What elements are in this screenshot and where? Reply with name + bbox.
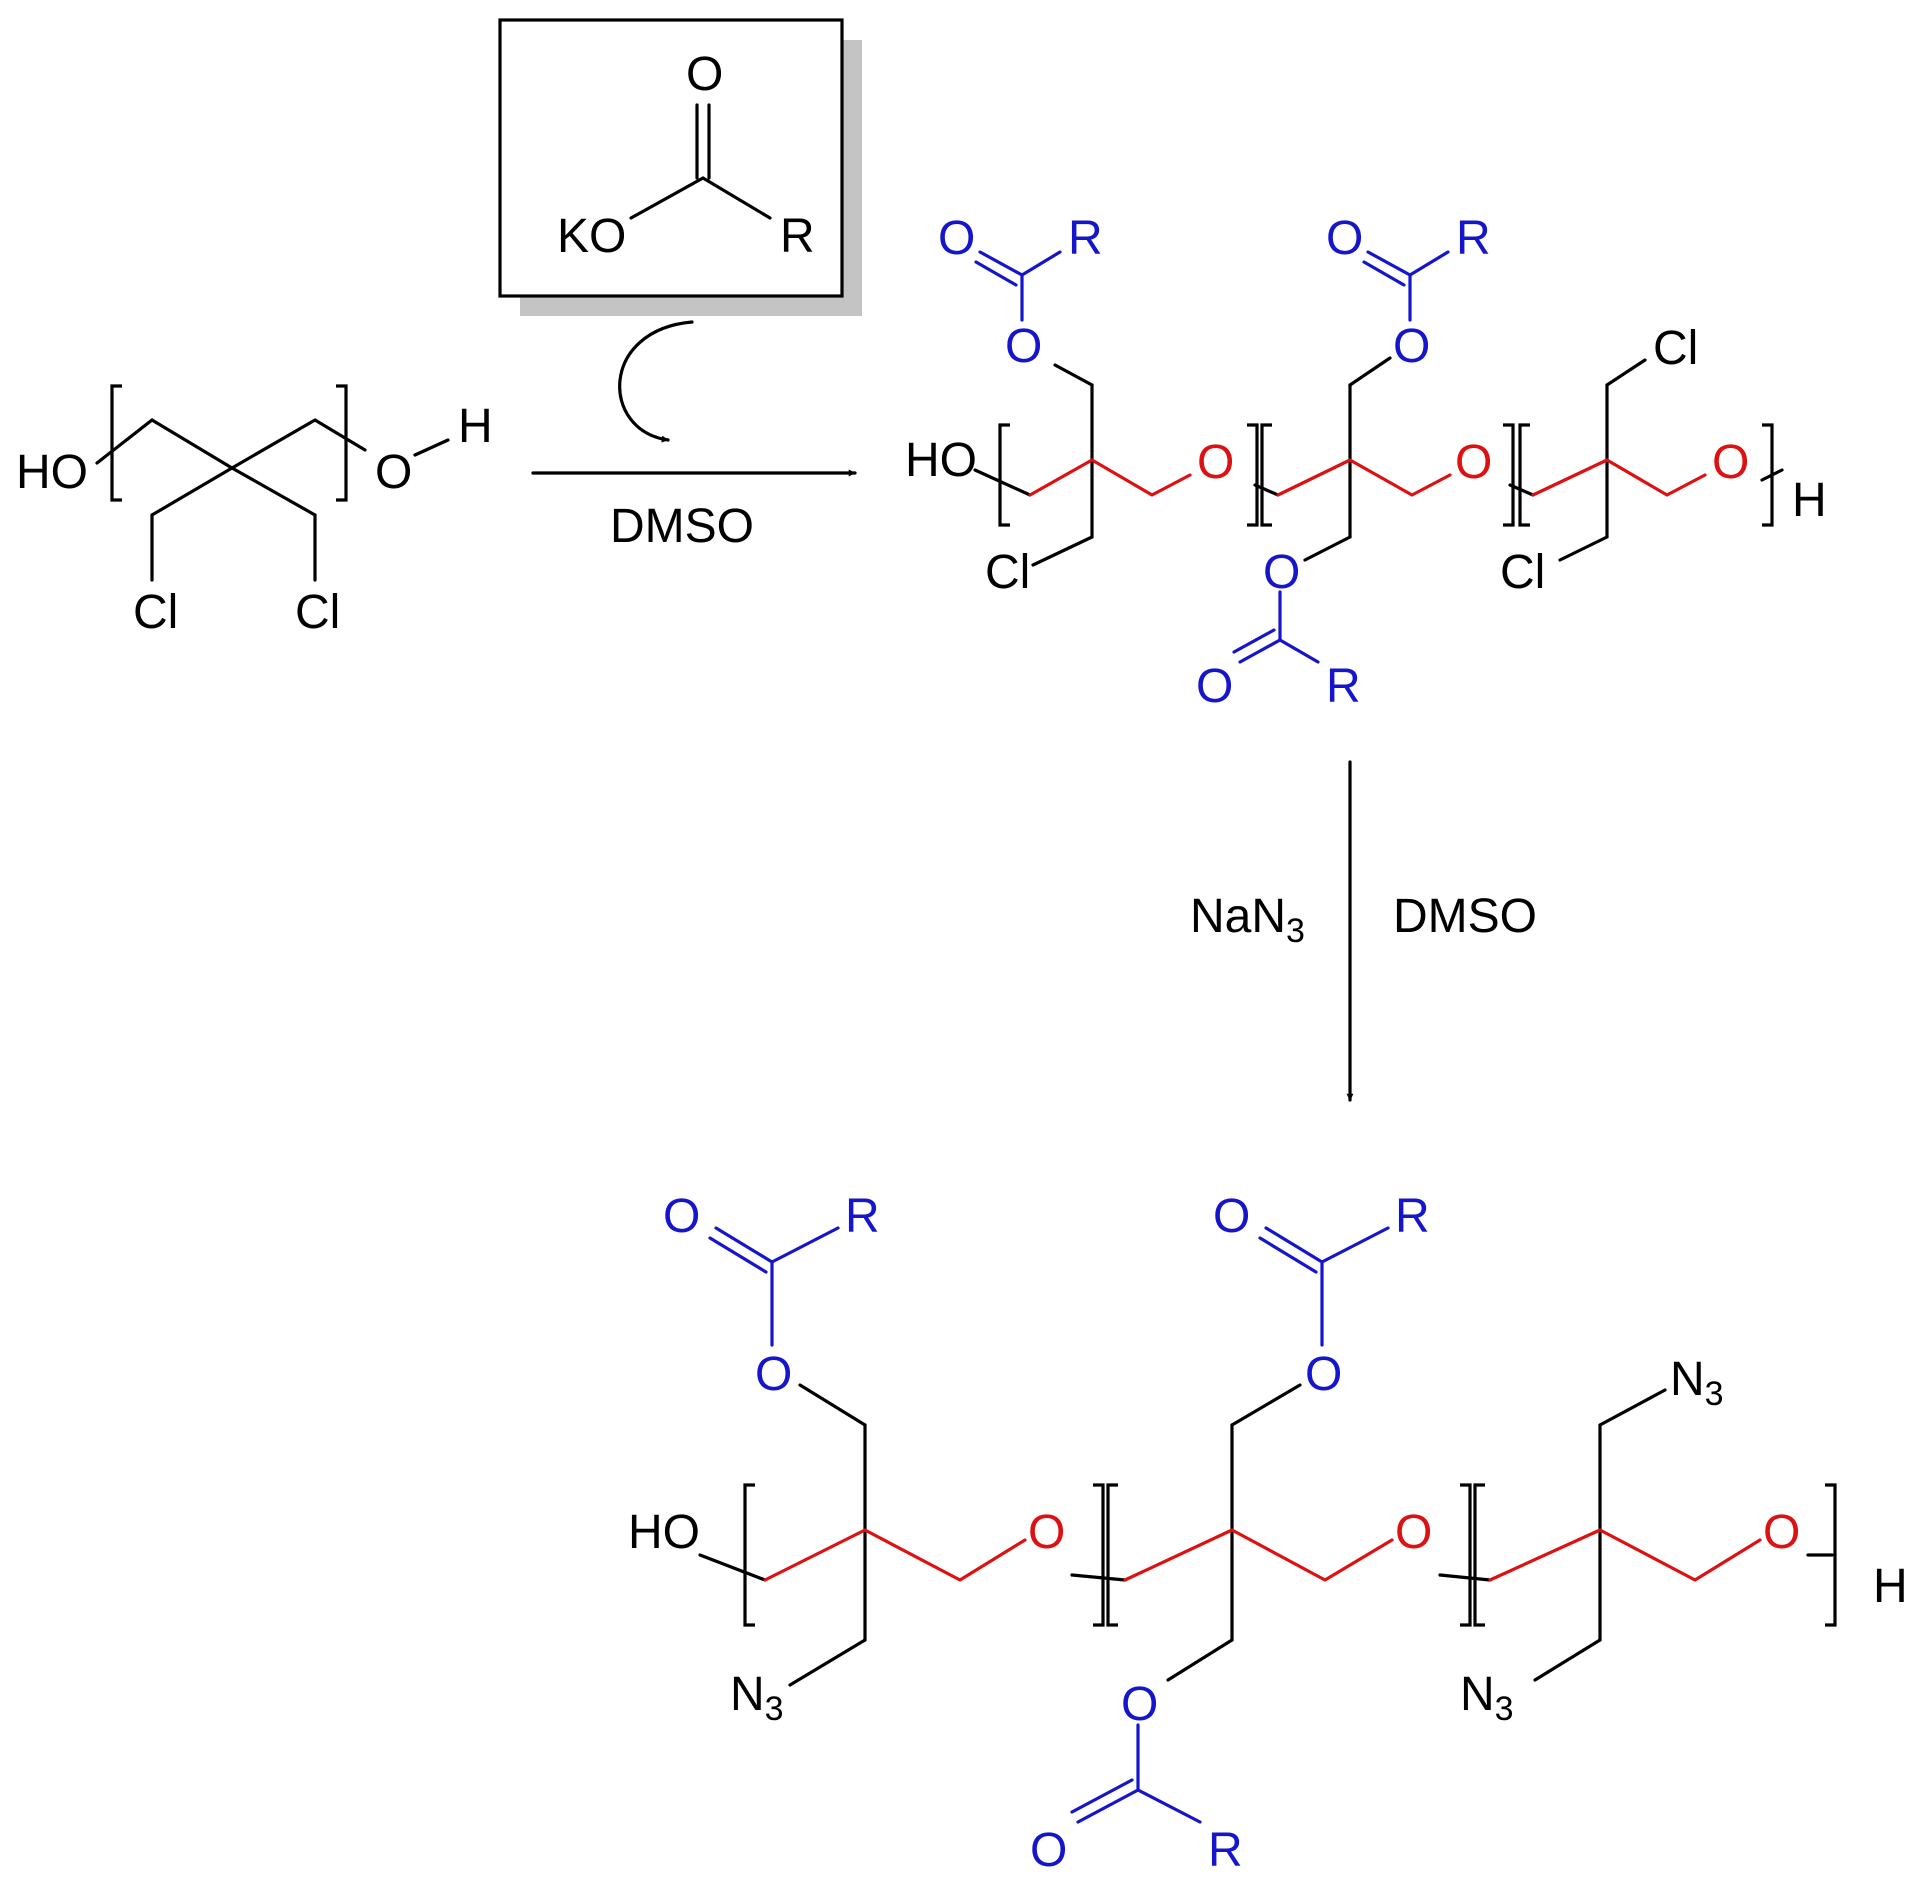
monomer-hydrogen-label: H: [458, 400, 493, 453]
product-backbone-oxygen-3: O: [1763, 1506, 1800, 1559]
product-azide-3-label: N3: [1460, 1668, 1514, 1728]
intermediate-chlorine-3: Cl: [1500, 546, 1545, 599]
intermediate-chlorine-2: Cl: [1653, 322, 1698, 375]
intermediate-bracket-3-open: [1518, 423, 1530, 527]
step2-solvent-label: DMSO: [1393, 890, 1537, 943]
product-ester-3-carbonyl-oxygen: O: [1030, 1824, 1067, 1877]
step1-solvent-label: DMSO: [610, 500, 754, 553]
intermediate-ester-3-ether-oxygen: O: [1263, 546, 1300, 599]
reagent-box: O KO R: [498, 18, 862, 316]
intermediate-bracket-1-open: [998, 423, 1010, 527]
intermediate-ester-1-carbonyl-oxygen: O: [938, 212, 975, 265]
intermediate-backbone-oxygen-3: O: [1712, 436, 1749, 489]
reagent-carbonyl-oxygen-label: O: [686, 48, 723, 101]
product-azide-1-label: N3: [730, 1668, 784, 1728]
product-ester-1-ether-oxygen: O: [755, 1348, 792, 1401]
intermediate-bracket-2-open: [1260, 423, 1272, 527]
intermediate-ester-1-r-group: R: [1068, 212, 1103, 265]
intermediate-backbone-oxygen-1: O: [1197, 436, 1234, 489]
intermediate-bracket-3-close: [1762, 423, 1774, 527]
product-backbone-oxygen-1: O: [1028, 1506, 1065, 1559]
monomer-structure: HO O H Cl Cl: [16, 384, 493, 639]
product-bracket-3-open: [1473, 1483, 1485, 1627]
reagent-r-group-label: R: [780, 210, 815, 263]
monomer-chlorine-left-label: Cl: [133, 586, 178, 639]
reagent-box-frame: [498, 18, 844, 298]
product-ester-2-carbonyl-oxygen: O: [1213, 1190, 1250, 1243]
reagent-potassium-oxide-label: KO: [557, 210, 626, 263]
monomer-chlorine-right-label: Cl: [295, 586, 340, 639]
intermediate-ester-3-r-group: R: [1326, 660, 1361, 713]
product-bracket-2-close: [1460, 1483, 1472, 1627]
intermediate-ester-2-r-group: R: [1456, 212, 1491, 265]
product-ester-3-r-group: R: [1208, 1824, 1243, 1877]
intermediate-bracket-2-close: [1503, 423, 1515, 527]
reagent-addition-arrow: [618, 320, 694, 443]
intermediate-ester-3-carbonyl-oxygen: O: [1196, 660, 1233, 713]
product-bracket-3-close: [1825, 1483, 1837, 1627]
monomer-oxygen-label: O: [375, 446, 412, 499]
product-ester-1-r-group: R: [845, 1190, 880, 1243]
intermediate-ester-1-ether-oxygen: O: [1005, 320, 1042, 373]
product-ester-3-ether-oxygen: O: [1121, 1678, 1158, 1731]
product-structure: HO H O O O N3 N3 N3 O O R O O R O O R: [628, 1190, 1908, 1877]
product-hydroxyl-label: HO: [628, 1506, 700, 1559]
monomer-hydroxyl-label: HO: [16, 446, 88, 499]
product-bracket-1-open: [743, 1483, 755, 1627]
intermediate-chlorine-1: Cl: [985, 546, 1030, 599]
intermediate-hydrogen-label: H: [1792, 474, 1827, 527]
intermediate-backbone-oxygen-2: O: [1455, 436, 1492, 489]
monomer-bracket-left: [110, 384, 122, 502]
product-bracket-2-open: [1106, 1483, 1118, 1627]
product-bracket-1-close: [1093, 1483, 1105, 1627]
product-ester-2-ether-oxygen: O: [1305, 1348, 1342, 1401]
intermediate-ester-2-ether-oxygen: O: [1393, 320, 1430, 373]
product-hydrogen-label: H: [1873, 1560, 1908, 1613]
product-backbone-oxygen-2: O: [1395, 1506, 1432, 1559]
product-azide-2-label: N3: [1670, 1353, 1724, 1413]
intermediate-structure: HO H O O O Cl Cl Cl O O R O O R O O R: [905, 212, 1827, 713]
step2-reagent-label: NaN3: [1190, 890, 1305, 950]
intermediate-hydroxyl-label: HO: [905, 434, 977, 487]
intermediate-ester-2-carbonyl-oxygen: O: [1326, 212, 1363, 265]
product-ester-1-carbonyl-oxygen: O: [663, 1190, 700, 1243]
monomer-bracket-right: [336, 384, 348, 502]
product-ester-2-r-group: R: [1395, 1190, 1430, 1243]
intermediate-bracket-1-close: [1247, 423, 1259, 527]
